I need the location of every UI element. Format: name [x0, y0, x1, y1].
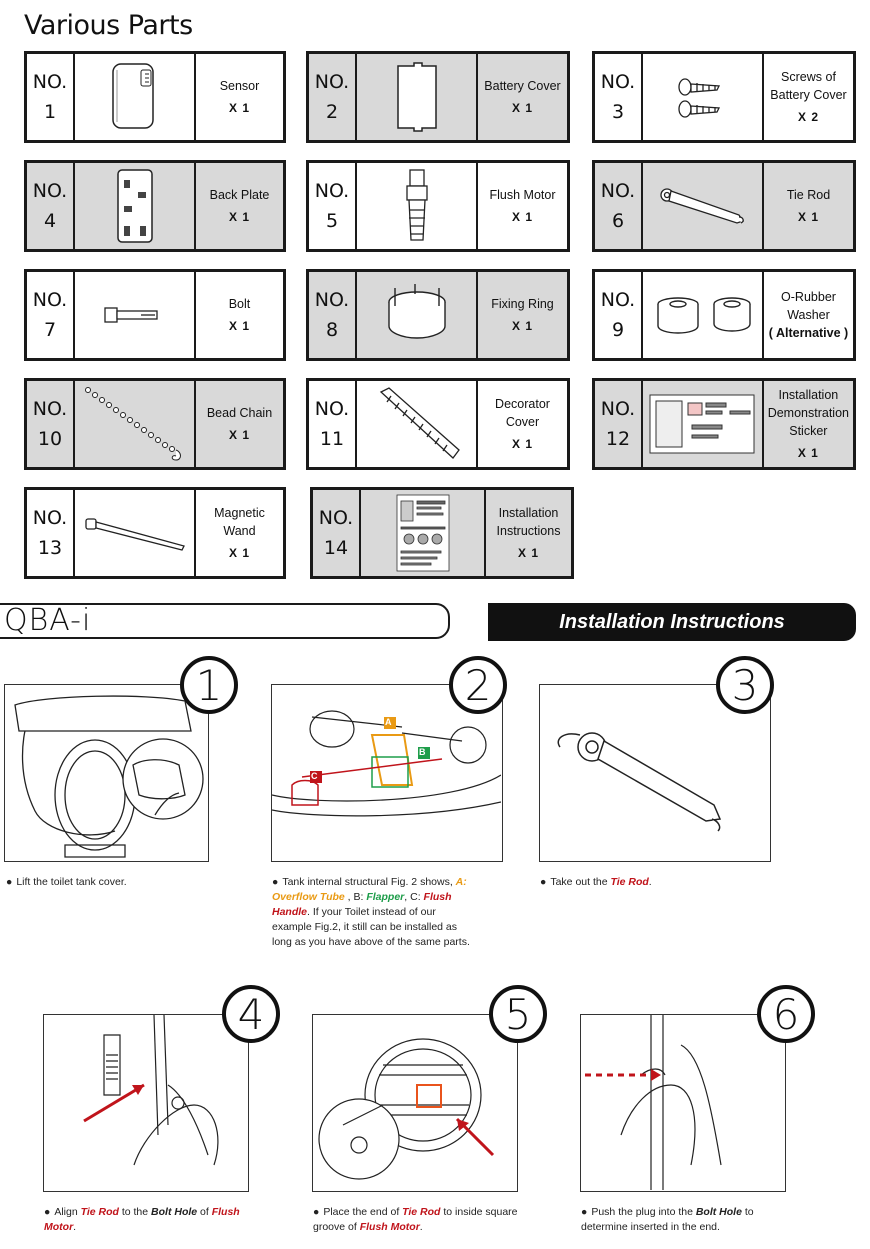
part-qty: X 2	[797, 110, 819, 124]
step-2-number: 2	[449, 656, 507, 714]
part-name: Installation Demonstration Sticker	[767, 388, 849, 438]
step-6-number: 6	[757, 985, 815, 1043]
magnetic-wand-icon	[75, 490, 196, 576]
part-card: NO.5 Flush Motor X 1	[306, 160, 570, 252]
part-qty: X 1	[511, 319, 533, 333]
part-note: ( Alternative )	[768, 326, 849, 340]
back-plate-icon	[75, 163, 196, 249]
step-4-number: 4	[222, 985, 280, 1043]
step-4-caption: ●Align Tie Rod to the Bolt Hole of Flush…	[44, 1206, 240, 1233]
part-name: Battery Cover	[484, 79, 561, 93]
part-card: NO.13 Magnetic Wand X 1	[24, 487, 286, 579]
part-card: NO.11 Decorator Cover X 1	[306, 378, 570, 470]
part-number: NO.12	[595, 381, 643, 467]
part-number: NO.2	[309, 54, 357, 140]
part-qty: X 1	[511, 210, 533, 224]
part-number: NO.9	[595, 272, 643, 358]
part-name: Screws of Battery Cover	[770, 70, 847, 102]
fig2-label-a: A	[385, 717, 392, 727]
part-qty: X 1	[228, 101, 250, 115]
step-1-figure	[4, 684, 209, 862]
fig2-label-c: C	[311, 771, 318, 781]
step-6-figure	[580, 1014, 786, 1192]
part-name: Flush Motor	[489, 188, 556, 202]
step-5-figure	[312, 1014, 518, 1192]
sticker-icon	[642, 381, 764, 467]
part-number: NO.7	[27, 272, 75, 358]
part-qty: X 1	[511, 437, 533, 451]
part-name: Back Plate	[209, 188, 270, 202]
part-card: NO.8 Fixing Ring X 1	[306, 269, 570, 361]
brand-frame	[0, 603, 450, 639]
instructions-sheet-icon	[361, 490, 486, 576]
part-name: O-Rubber Washer	[781, 290, 836, 322]
part-name: Bolt	[228, 297, 251, 311]
decorator-cover-icon	[357, 381, 478, 467]
part-qty: X 1	[228, 319, 250, 333]
part-number: NO.14	[313, 490, 361, 576]
step-3-figure	[539, 684, 771, 862]
step-1-caption: ●Lift the toilet tank cover.	[6, 876, 127, 888]
washer-icon	[643, 272, 764, 358]
part-number: NO.4	[27, 163, 75, 249]
part-card: NO.6 Tie Rod X 1	[592, 160, 856, 252]
fig2-label-b: B	[419, 747, 426, 757]
part-card: NO.2 Battery Cover X 1	[306, 51, 570, 143]
brand-name: QBA-i	[4, 603, 92, 638]
step-5-caption: ●Place the end of Tie Rod to inside squa…	[313, 1206, 518, 1233]
bead-chain-icon	[75, 381, 196, 467]
part-number: NO.3	[595, 54, 643, 140]
part-number: NO.6	[595, 163, 643, 249]
part-number: NO.13	[27, 490, 75, 576]
installation-banner: Installation Instructions	[488, 603, 856, 641]
part-name: Fixing Ring	[491, 297, 554, 311]
part-name: Tie Rod	[786, 188, 831, 202]
step-2-caption: ●Tank internal structural Fig. 2 shows, …	[272, 876, 470, 948]
parts-title: Various Parts	[24, 10, 193, 41]
step-4-figure	[43, 1014, 249, 1192]
step-3-caption: ●Take out the Tie Rod.	[540, 876, 652, 888]
part-qty: X 1	[511, 101, 533, 115]
part-card: NO.12 Installation Demonstration Sticker…	[592, 378, 856, 470]
part-card: NO.1 Sensor X 1	[24, 51, 286, 143]
step-6-caption: ●Push the plug into the Bolt Hole to det…	[581, 1206, 754, 1233]
step-2-figure	[271, 684, 503, 862]
part-name: Sensor	[219, 79, 260, 93]
part-card: NO.10 Bead Chain X 1	[24, 378, 286, 470]
screws-icon	[643, 54, 764, 140]
part-qty: X 1	[797, 210, 819, 224]
part-number: NO.8	[309, 272, 357, 358]
step-1-number: 1	[180, 656, 238, 714]
part-qty: X 1	[228, 428, 250, 442]
step-5-number: 5	[489, 985, 547, 1043]
part-card: NO.14 Installation Instructions X 1	[310, 487, 574, 579]
part-number: NO.1	[27, 54, 75, 140]
part-qty: X 1	[228, 210, 250, 224]
part-number: NO.5	[309, 163, 357, 249]
step-3-number: 3	[716, 656, 774, 714]
sensor-icon	[75, 54, 196, 140]
part-qty: X 1	[797, 446, 819, 460]
part-card: NO.7 Bolt X 1	[24, 269, 286, 361]
part-name: Magnetic Wand	[214, 506, 265, 538]
part-name: Bead Chain	[206, 406, 273, 420]
part-number: NO.10	[27, 381, 75, 467]
part-card: NO.4 Back Plate X 1	[24, 160, 286, 252]
part-qty: X 1	[228, 546, 250, 560]
tie-rod-icon	[643, 163, 764, 249]
part-card: NO.3 Screws of Battery Cover X 2	[592, 51, 856, 143]
part-name: Installation Instructions	[496, 506, 561, 538]
fixing-ring-icon	[357, 272, 478, 358]
battery-cover-icon	[357, 54, 478, 140]
part-card: NO.9 O-Rubber Washer ( Alternative )	[592, 269, 856, 361]
bolt-icon	[75, 272, 196, 358]
flush-motor-icon	[357, 163, 478, 249]
part-number: NO.11	[309, 381, 357, 467]
part-name: Decorator Cover	[495, 397, 550, 429]
part-qty: X 1	[517, 546, 539, 560]
